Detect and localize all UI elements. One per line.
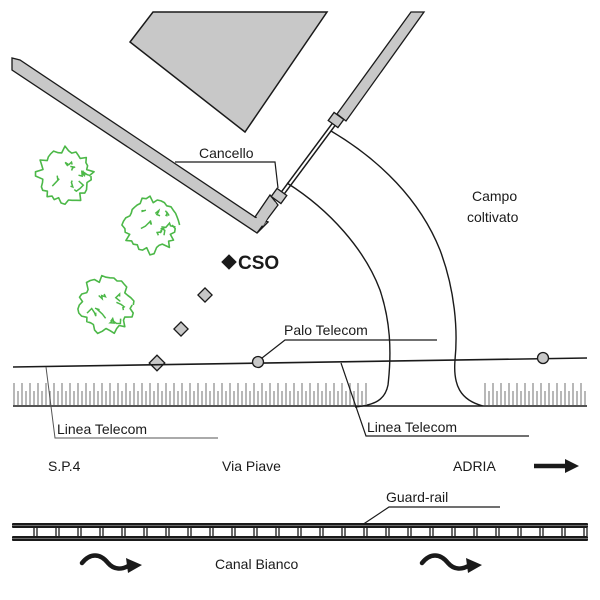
building	[128, 11, 329, 134]
gate-post-top	[327, 111, 345, 129]
perimeter-wall-corner-fill	[255, 198, 276, 226]
direction-label: ADRIA	[453, 458, 496, 474]
telecom-line-leader-right	[340, 362, 529, 437]
telecom-line-label-left: Linea Telecom	[57, 421, 147, 437]
gate-label-leader	[175, 161, 279, 189]
diamond-icon	[221, 254, 237, 270]
wavy-arrow-icon	[79, 553, 142, 573]
manhole	[148, 354, 166, 372]
telecom-line	[12, 357, 588, 368]
road-label-via-piave: Via Piave	[222, 458, 281, 474]
guard-rail-leader	[361, 506, 500, 526]
manhole	[197, 287, 213, 303]
field-label-line1: Campo	[472, 188, 517, 204]
arrow-right-icon	[534, 459, 579, 473]
telecom-line-leader-left	[45, 366, 218, 439]
perimeter-wall-right	[336, 11, 426, 122]
tree-icon	[34, 145, 95, 206]
trees	[34, 145, 181, 335]
road-verge-hatch	[13, 383, 586, 405]
telecom-pole-leader	[261, 339, 437, 359]
gate-post-bottom	[270, 187, 288, 205]
guard-rail	[12, 523, 588, 541]
wavy-arrow-icon	[419, 553, 482, 573]
field-label-line2: coltivato	[467, 209, 519, 225]
tree-icon	[121, 195, 181, 256]
guard-rail-label: Guard-rail	[386, 489, 448, 505]
road-label-sp4: S.P.4	[48, 458, 81, 474]
canal-label: Canal Bianco	[215, 556, 298, 572]
tree-icon	[77, 274, 135, 335]
gate-label: Cancello	[199, 145, 254, 161]
telecom-pole-label: Palo Telecom	[284, 322, 368, 338]
telecom-line-label-right: Linea Telecom	[367, 419, 457, 435]
telecom-pole	[251, 355, 265, 369]
manhole	[173, 321, 189, 337]
cso-marker	[221, 254, 237, 270]
cso-label: CSO	[238, 253, 279, 274]
telecom-pole	[536, 351, 550, 365]
path-edge-outer	[330, 130, 484, 407]
gate	[270, 111, 345, 205]
path-edge-inner	[286, 182, 391, 408]
